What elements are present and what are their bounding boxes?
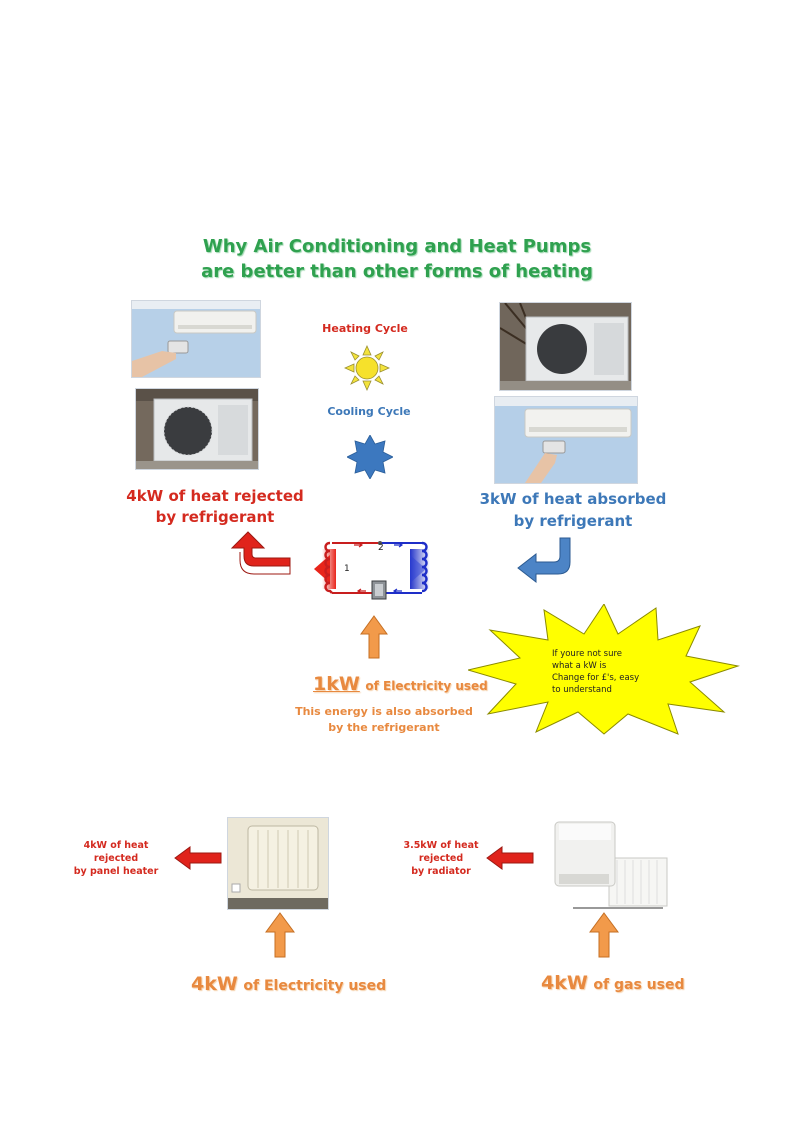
- panel-heater-electricity-text: of Electricity used: [243, 978, 387, 994]
- boiler-up-arrow-icon: [589, 912, 619, 958]
- sun-icon: [344, 345, 390, 391]
- starburst-text: If youre not sure what a kW is Change fo…: [552, 648, 672, 696]
- heat-pump-electricity-label: 1kW of Electricity used: [313, 673, 488, 695]
- snowflake-star-icon: [347, 435, 393, 479]
- boiler-radiator-photo: [553, 820, 671, 912]
- absorb-note-line-2: by the refrigerant: [328, 721, 440, 734]
- heat-pump-electricity-text: of Electricity used: [365, 679, 488, 693]
- panel-heater-rejected-label: 4kW of heat rejected by panel heater: [66, 839, 166, 878]
- radiator-left-arrow-icon: [486, 846, 534, 870]
- boiler-radiator-image: [554, 821, 668, 909]
- panel-heater-up-arrow-icon: [265, 912, 295, 958]
- outdoor-unit-image: [136, 389, 258, 469]
- diagram-label-1: 1: [344, 564, 350, 574]
- outdoor-unit-image-2: [500, 303, 631, 390]
- boiler-gas-text: of gas used: [593, 977, 685, 993]
- heat-pump-electricity-amount: 1kW: [313, 673, 360, 695]
- panel-heater-image: [228, 818, 328, 909]
- radiator-line-1: 3.5kW of heat: [403, 840, 479, 851]
- indoor-unit-photo-left: [131, 300, 261, 378]
- heating-cycle-label: Heating Cycle: [322, 322, 408, 335]
- orange-up-arrow-icon: [360, 615, 388, 659]
- indoor-unit-photo-right: [494, 396, 638, 484]
- absorb-note: This energy is also absorbed by the refr…: [284, 704, 484, 736]
- panel-heater-photo: [227, 817, 329, 910]
- indoor-unit-image: [132, 301, 260, 377]
- panel-heater-left-arrow-icon: [174, 846, 222, 870]
- radiator-rejected-label: 3.5kW of heat rejected by radiator: [396, 839, 486, 878]
- title-line-1: Why Air Conditioning and Heat Pumps: [202, 236, 592, 257]
- panel-heater-line-2: rejected: [93, 853, 139, 864]
- heat-rejected-label: 4kW of heat rejected by refrigerant: [115, 486, 315, 528]
- panel-heater-electricity-label: 4kW of Electricity used: [191, 973, 386, 995]
- radiator-line-3: by radiator: [411, 866, 471, 877]
- red-curved-arrow-icon: [230, 531, 291, 575]
- radiator-line-2: rejected: [418, 853, 464, 864]
- starburst-line-2: what a kW is: [552, 661, 607, 671]
- heat-absorbed-line-1: 3kW of heat absorbed: [479, 490, 667, 508]
- title-line-2: are better than other forms of heating: [201, 261, 593, 282]
- cooling-cycle-label: Cooling Cycle: [327, 405, 411, 418]
- heat-rejected-line-1: 4kW of heat rejected: [126, 487, 304, 505]
- outdoor-unit-photo-left: [135, 388, 259, 470]
- heat-rejected-line-2: by refrigerant: [155, 508, 275, 526]
- blue-curved-arrow-icon: [517, 537, 571, 584]
- starburst-line-4: to understand: [552, 685, 612, 695]
- boiler-gas-amount: 4kW: [541, 972, 588, 994]
- absorb-note-line-1: This energy is also absorbed: [295, 705, 473, 718]
- boiler-gas-label: 4kW of gas used: [541, 972, 684, 994]
- starburst-line-1: If youre not sure: [552, 649, 623, 659]
- panel-heater-line-3: by panel heater: [73, 866, 159, 877]
- starburst-line-3: Change for £'s, easy: [552, 673, 640, 683]
- diagram-label-2: 2: [378, 543, 384, 553]
- heat-absorbed-label: 3kW of heat absorbed by refrigerant: [463, 488, 683, 532]
- heat-absorbed-line-2: by refrigerant: [513, 512, 633, 530]
- panel-heater-line-1: 4kW of heat: [83, 840, 149, 851]
- refrigeration-cycle-diagram: [314, 541, 430, 600]
- page-title: Why Air Conditioning and Heat Pumps are …: [0, 234, 794, 284]
- starburst-callout: [468, 604, 740, 735]
- indoor-unit-image-2: [495, 397, 637, 483]
- panel-heater-electricity-amount: 4kW: [191, 973, 238, 995]
- outdoor-unit-photo-right: [499, 302, 632, 391]
